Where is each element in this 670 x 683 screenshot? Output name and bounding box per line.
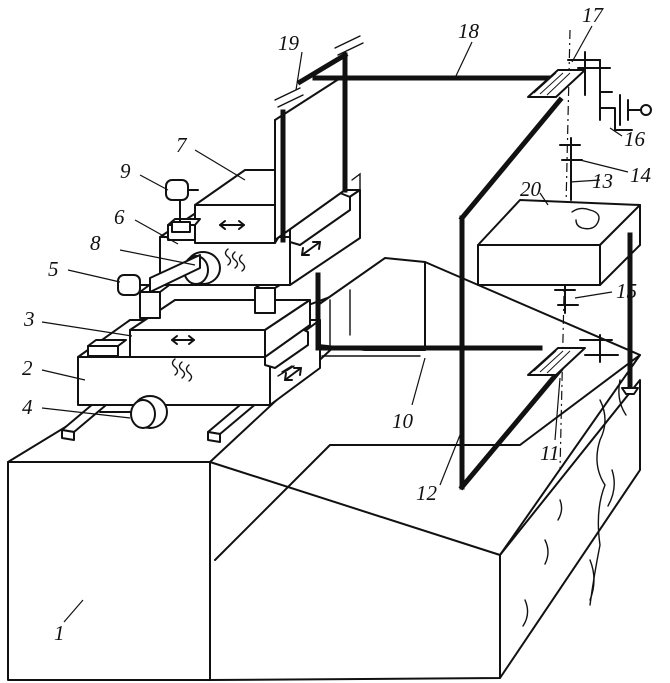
bearing-icon xyxy=(599,91,652,131)
workpiece xyxy=(477,199,641,395)
label-9: 9 xyxy=(120,159,131,183)
leader-lines xyxy=(41,25,629,623)
machine-bed xyxy=(7,257,641,681)
arrow-left-right-icon xyxy=(284,367,302,381)
label-16: 16 xyxy=(624,127,646,151)
label-4: 4 xyxy=(22,395,33,419)
label-12: 12 xyxy=(416,481,438,505)
arrow-left-right-icon xyxy=(301,241,321,256)
label-17: 17 xyxy=(582,3,605,27)
table xyxy=(87,279,311,358)
label-6: 6 xyxy=(114,205,125,229)
label-5: 5 xyxy=(48,257,59,281)
label-3: 3 xyxy=(23,307,35,331)
motor-5 xyxy=(117,254,201,296)
motor-9 xyxy=(165,179,199,233)
label-18: 18 xyxy=(458,19,480,43)
label-10: 10 xyxy=(392,409,414,433)
label-13: 13 xyxy=(592,169,613,193)
label-14: 14 xyxy=(630,163,652,187)
label-11: 11 xyxy=(540,441,559,465)
bed-guide-rails xyxy=(61,397,259,443)
label-15: 15 xyxy=(616,279,637,303)
label-8: 8 xyxy=(90,231,101,255)
label-1: 1 xyxy=(54,621,65,645)
label-20: 20 xyxy=(520,177,542,201)
arrow-left-right-icon xyxy=(219,220,245,230)
part-labels: 1 2 3 4 5 6 7 8 9 10 11 12 13 14 15 16 1… xyxy=(22,3,652,645)
label-19: 19 xyxy=(278,31,300,55)
label-2: 2 xyxy=(22,356,33,380)
arrow-left-right-icon xyxy=(171,335,195,345)
label-7: 7 xyxy=(176,133,188,157)
shaft-system xyxy=(274,29,583,491)
gear-icon xyxy=(527,51,619,376)
motor-4 xyxy=(99,358,193,429)
